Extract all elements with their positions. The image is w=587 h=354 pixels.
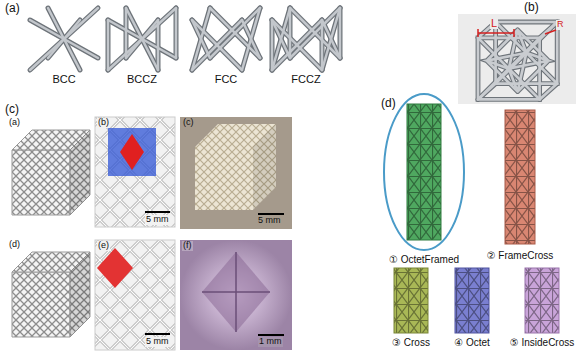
scale-label: 1 mm [258, 337, 283, 347]
scale-label: 5 mm [145, 337, 170, 347]
scale-label: 5 mm [257, 216, 282, 226]
sub-letter: (f) [182, 241, 193, 251]
design-name: ⑤ InsideCross [509, 337, 576, 348]
dimension-label: R [556, 20, 565, 30]
sub-letter: (c) [182, 118, 195, 128]
panel-letter: (c) [4, 103, 20, 116]
panel-letter: (a) [4, 2, 21, 15]
dimension-label: L [490, 17, 498, 29]
design-name: ④ Octet [453, 337, 491, 348]
sub-letter: (a) [8, 118, 21, 128]
cell-name: FCC [214, 73, 239, 85]
panel-letter: (b) [523, 1, 540, 14]
design-name: ③ Cross [391, 337, 431, 348]
scale-label: 5 mm [145, 215, 170, 225]
panel-letter: (d) [380, 97, 397, 110]
cell-name: BCC [51, 73, 76, 85]
sub-letter: (b) [97, 118, 110, 128]
sub-letter: (e) [97, 241, 110, 251]
cell-name: BCCZ [126, 73, 158, 85]
design-name: ① OctetFramed [388, 254, 460, 265]
sub-letter: (d) [8, 240, 21, 250]
cell-name: FCCZ [290, 73, 321, 85]
design-name: ② FrameCross [486, 250, 555, 261]
